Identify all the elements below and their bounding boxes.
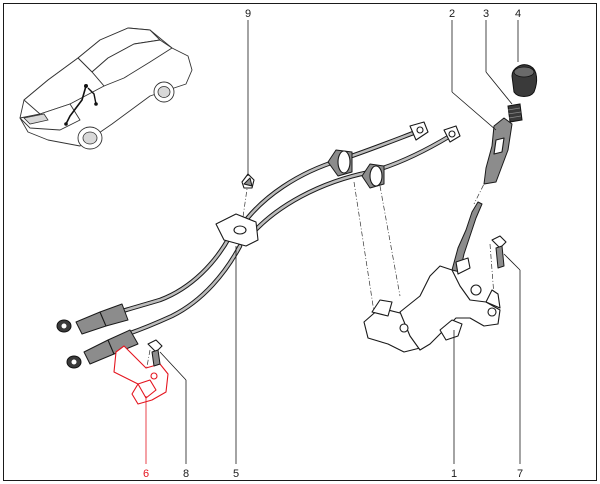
- car-location-thumbnail: [19, 27, 193, 150]
- cable-grommet-upper-2: [361, 163, 385, 189]
- callout-5: 5: [233, 468, 239, 480]
- callout-3: 3: [483, 8, 489, 20]
- diagram-frame: [3, 3, 597, 481]
- cable-grommet-upper-1: [327, 149, 353, 177]
- callout-6: 6: [143, 468, 149, 480]
- mounting-bolt-left: [147, 339, 163, 367]
- assembly-guide-lines: [145, 175, 495, 373]
- retaining-clip: [241, 173, 255, 189]
- cable-end-lower-2: [66, 329, 139, 369]
- shift-knob-upper-part: [511, 64, 538, 97]
- knob-spring: [507, 103, 523, 123]
- callout-1: 1: [451, 468, 457, 480]
- callout-9: 9: [245, 8, 251, 20]
- callout-2: 2: [449, 8, 455, 20]
- callout-8: 8: [183, 468, 189, 480]
- mounting-bolt-right: [491, 235, 507, 269]
- callout-7: 7: [517, 468, 523, 480]
- knob-lower-sleeve: [483, 117, 513, 185]
- callout-leader-lines: [145, 20, 521, 464]
- callout-labels: 9 2 3 4 6 8 5 1 7: [143, 8, 523, 480]
- cable-end-lower-1: [56, 303, 129, 335]
- gearshift-cable-assembly: [56, 121, 461, 369]
- callout-4: 4: [515, 8, 521, 20]
- highlighted-bracket: [113, 345, 169, 405]
- gear-shift-lever-assembly: [363, 201, 507, 353]
